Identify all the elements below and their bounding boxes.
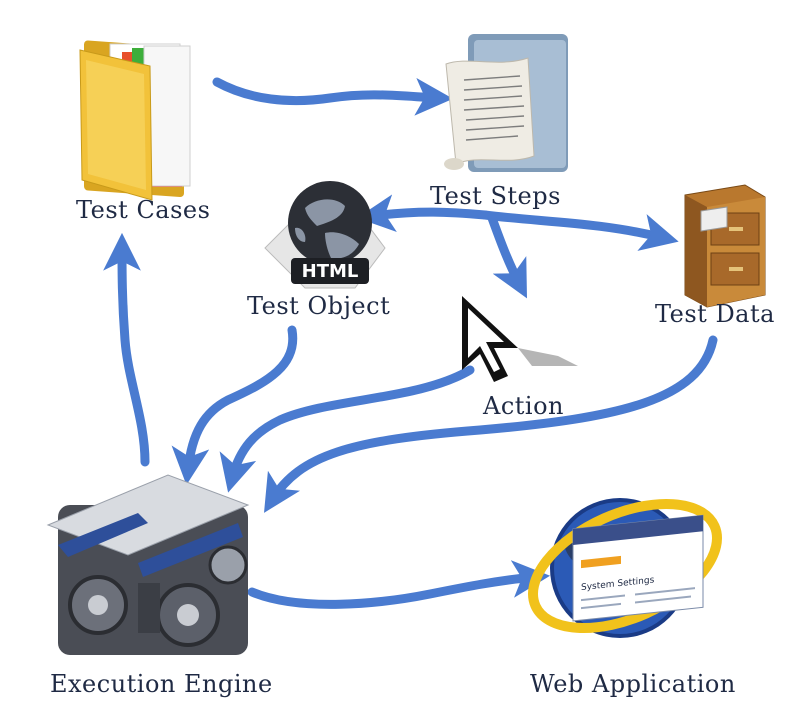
scroll-document-icon: [444, 34, 568, 172]
engine-icon: [46, 474, 250, 655]
label-test-object: Test Object: [247, 292, 391, 320]
label-action: Action: [483, 392, 564, 420]
arrow-steps-to-object: [356, 194, 490, 232]
mouse-cursor-icon: [462, 296, 578, 382]
arrow-engine-to-webapp: [247, 560, 551, 609]
folder-icon: [79, 40, 191, 201]
html-badge-text: HTML: [302, 261, 359, 282]
label-test-cases: Test Cases: [76, 196, 211, 224]
web-globe-icon: System Settings: [528, 498, 722, 638]
arrow-object-to-engine: [171, 325, 298, 486]
file-cabinet-icon: [684, 184, 766, 308]
label-test-steps: Test Steps: [430, 182, 561, 210]
arrow-engine-to-cases: [103, 232, 150, 467]
arrow-data-to-engine: [264, 335, 718, 513]
arrow-action-to-engine: [219, 365, 475, 493]
label-web-application: Web Application: [530, 670, 736, 698]
label-execution-engine: Execution Engine: [50, 670, 273, 698]
globe-html-icon: HTML: [264, 181, 386, 289]
arrow-steps-to-action: [487, 213, 527, 299]
label-test-data: Test Data: [655, 300, 775, 328]
arrow-steps-to-data: [480, 210, 679, 251]
arrow-cases-to-steps: [212, 77, 454, 116]
